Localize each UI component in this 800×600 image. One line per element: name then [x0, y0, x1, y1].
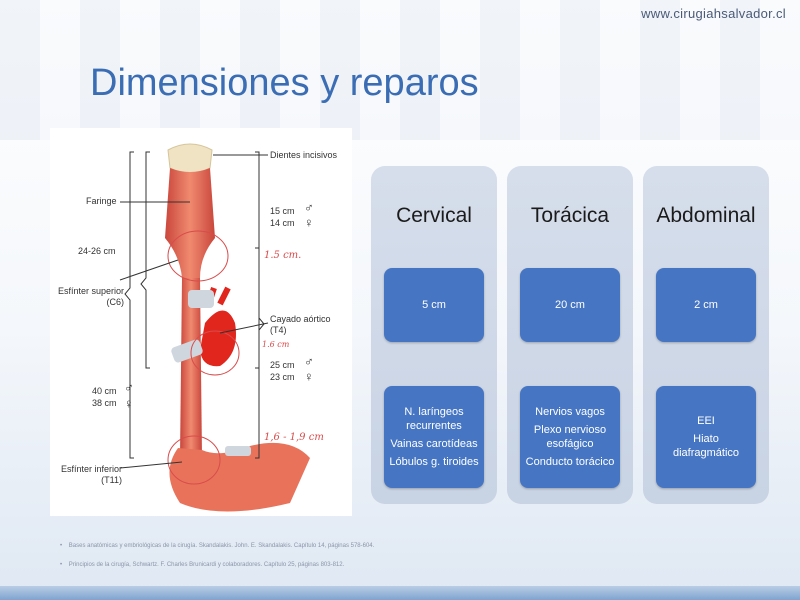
label-40cm: 40 cm	[92, 386, 117, 396]
handwritten-1-5cm: 1.5 cm.	[264, 250, 302, 261]
female-symbol-icon: ♀	[124, 396, 134, 411]
label-25cm: 25 cm	[270, 360, 295, 370]
background-cityscape	[0, 0, 800, 140]
label-24-26cm: 24-26 cm	[78, 246, 116, 256]
label-esfinter-inferior: Esfínter inferior(T11)	[60, 464, 122, 485]
label-38cm: 38 cm	[92, 398, 117, 408]
structure-item: Hiato diafragmático	[672, 433, 740, 459]
reference-2: • Principios de la cirugía, Schwartz. F.…	[60, 562, 345, 568]
structure-item: Nervios vagos	[535, 406, 605, 418]
column-title: Torácica	[530, 204, 610, 227]
female-symbol-icon: ♀	[304, 369, 314, 384]
structure-item: Vainas carotídeas	[390, 438, 478, 450]
bottom-band	[0, 586, 800, 600]
male-symbol-icon: ♂	[304, 200, 314, 215]
structure-item: Conducto torácico	[525, 456, 615, 468]
label-faringe: Faringe	[86, 196, 117, 206]
female-symbol-icon: ♀	[304, 215, 314, 230]
length-box: 5 cm	[384, 268, 484, 342]
handwritten-1-6cm: 1.6 cm	[262, 340, 290, 349]
column-toracica: Torácica 20 cm Nervios vagos Plexo nervi…	[507, 166, 633, 504]
structure-item: N. laríngeos recurrentes	[404, 406, 464, 432]
male-symbol-icon: ♂	[124, 380, 134, 395]
label-14cm: 14 cm	[270, 218, 295, 228]
structures-box: EEI Hiato diafragmático	[656, 386, 756, 488]
structure-item: Lóbulos g. tiroides	[389, 456, 479, 468]
esophagus-figure: Dientes incisivos Faringe 24-26 cm Esfín…	[50, 128, 352, 516]
male-symbol-icon: ♂	[304, 354, 314, 369]
column-title: Abdominal	[656, 204, 756, 227]
structure-item: EEI	[697, 415, 715, 427]
esophagus-illustration	[119, 143, 310, 512]
website-url: www.cirugiahsalvador.cl	[641, 6, 786, 21]
label-15cm: 15 cm	[270, 206, 295, 216]
column-abdominal: Abdominal 2 cm EEI Hiato diafragmático	[643, 166, 769, 504]
column-title: Cervical	[396, 204, 472, 227]
column-cervical: Cervical 5 cm N. laríngeos recurrentes V…	[371, 166, 497, 504]
length-box: 2 cm	[656, 268, 756, 342]
handwritten-1-6-1-9cm: 1,6 - 1,9 cm	[264, 432, 324, 443]
label-esfinter-superior: Esfínter superior(C6)	[57, 286, 124, 307]
reference-1: • Bases anatómicas y embriológicas de la…	[60, 543, 375, 549]
label-dientes-incisivos: Dientes incisivos	[270, 150, 338, 160]
structures-box: N. laríngeos recurrentes Vainas carotíde…	[384, 386, 484, 488]
structures-box: Nervios vagos Plexo nervioso esofágico C…	[520, 386, 620, 488]
slide-title: Dimensiones y reparos	[90, 62, 479, 104]
label-cayado-aortico: Cayado aórtico(T4)	[270, 314, 331, 335]
length-box: 20 cm	[520, 268, 620, 342]
label-23cm: 23 cm	[270, 372, 295, 382]
structure-item: Plexo nervioso esofágico	[533, 424, 607, 450]
